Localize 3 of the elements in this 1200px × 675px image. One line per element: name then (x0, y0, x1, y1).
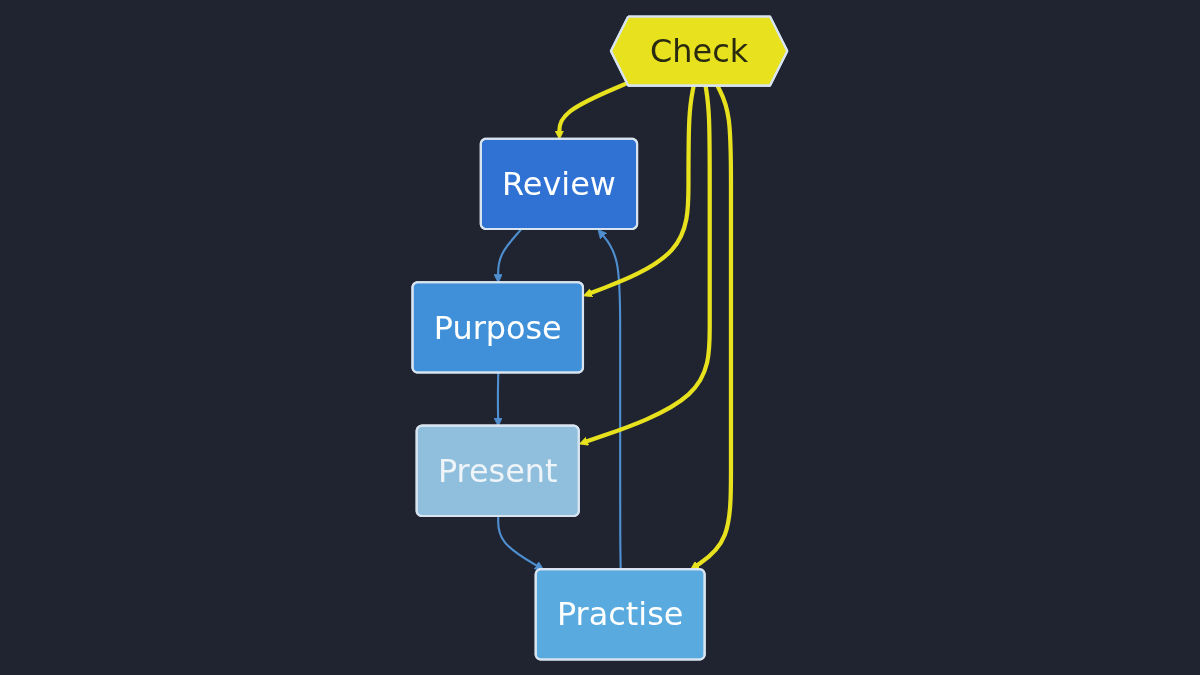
arrow (497, 516, 545, 570)
arrow (583, 85, 696, 297)
arrow (579, 85, 712, 446)
